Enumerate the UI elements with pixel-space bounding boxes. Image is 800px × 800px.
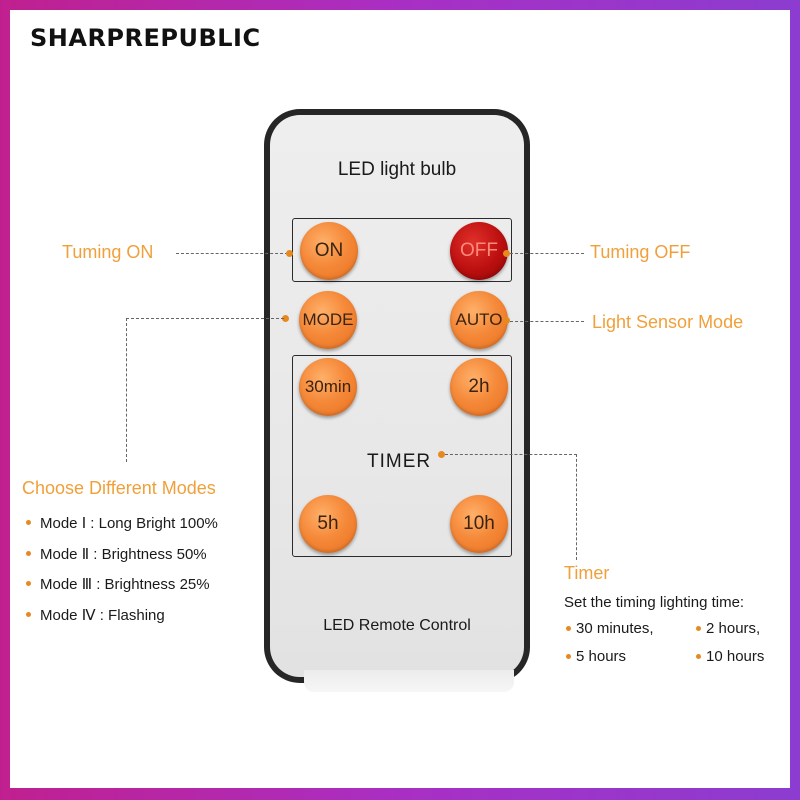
callout-choose-modes: Choose Different Modes [22, 478, 216, 498]
mode-button[interactable]: MODE [299, 291, 357, 349]
connector-dot [286, 250, 293, 257]
list-item: Mode Ⅲ : Brightness 25% [26, 575, 218, 606]
connector-dot [503, 317, 510, 324]
off-button[interactable]: OFF [450, 222, 508, 280]
bullet-icon [566, 654, 571, 659]
on-button[interactable]: ON [300, 222, 358, 280]
callout-light-sensor-mode: Light Sensor Mode [592, 312, 744, 332]
timer-group-box [292, 355, 512, 557]
list-item: 30 minutes, [566, 620, 654, 637]
connector-line [510, 321, 584, 322]
remote-bottom-edge [304, 670, 514, 692]
auto-button[interactable]: AUTO [450, 291, 508, 349]
brand-logo: SHARPREPUBLIC [30, 24, 261, 52]
timer-30min-button[interactable]: 30min [299, 358, 357, 416]
bullet-icon [26, 611, 31, 617]
list-item: 2 hours, [696, 620, 760, 637]
power-group-box [292, 218, 512, 282]
bullet-icon [26, 550, 31, 556]
bullet-icon [26, 520, 31, 525]
connector-line [126, 318, 127, 462]
list-item: Mode Ⅳ : Flashing [26, 606, 218, 637]
list-item: 5 hours [566, 648, 626, 665]
connector-dot [503, 250, 510, 257]
remote-face: LED light bulb ON OFF MODE AUTO 30min 2h… [270, 115, 524, 677]
connector-line [576, 454, 577, 560]
timer-5h-button[interactable]: 5h [299, 495, 357, 553]
bullet-icon [566, 626, 571, 631]
product-canvas: SHARPREPUBLIC LED light bulb ON OFF MODE… [10, 10, 790, 788]
callout-turning-off: Tuming OFF [590, 242, 691, 262]
bullet-icon [26, 581, 31, 586]
timer-description: Set the timing lighting time: [564, 594, 745, 611]
connector-line [445, 454, 577, 455]
timer-2h-button[interactable]: 2h [450, 358, 508, 416]
callout-timer: Timer [564, 563, 610, 583]
connector-dot [282, 315, 289, 322]
bullet-icon [696, 626, 701, 631]
remote-control: LED light bulb ON OFF MODE AUTO 30min 2h… [264, 109, 530, 683]
list-item: Mode Ⅱ : Brightness 50% [26, 545, 218, 576]
connector-line [126, 318, 284, 319]
remote-footer: LED Remote Control [323, 617, 471, 634]
list-item: 10 hours [696, 648, 764, 665]
timer-10h-button[interactable]: 10h [450, 495, 508, 553]
connector-line [176, 253, 288, 254]
list-item: Mode Ⅰ : Long Bright 100% [26, 514, 218, 545]
connector-line [510, 253, 584, 254]
bullet-icon [696, 654, 701, 659]
callout-turning-on: Tuming ON [62, 242, 154, 262]
timer-label: TIMER [367, 451, 432, 472]
connector-dot [438, 451, 445, 458]
mode-list: Mode Ⅰ : Long Bright 100% Mode Ⅱ : Brigh… [26, 514, 218, 636]
remote-title: LED light bulb [337, 159, 457, 180]
